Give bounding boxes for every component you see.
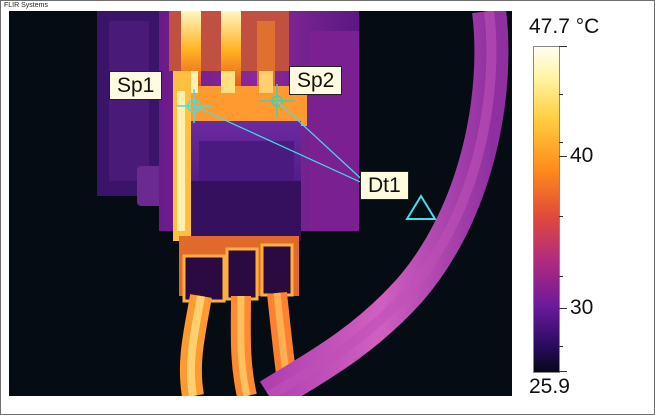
dt1-line-sp1 <box>193 105 370 187</box>
scale-tick-40: 40 <box>570 144 594 167</box>
scale-min-label: 25.9 <box>529 375 570 398</box>
thermal-scene <box>9 11 512 396</box>
color-scale-bar <box>534 47 559 372</box>
thermal-image: Sp1 Sp2 Dt1 <box>9 11 512 396</box>
brand-label: FLIR Systems <box>4 2 48 9</box>
scale-ticks <box>559 46 569 372</box>
sp2-label: Sp2 <box>289 66 343 95</box>
sp1-label: Sp1 <box>109 71 163 100</box>
dt1-line-sp2 <box>276 100 370 187</box>
scale-max-label: 47.7 °C <box>529 15 600 38</box>
dt1-label: Dt1 <box>360 171 409 200</box>
scale-tick-30: 30 <box>570 296 594 319</box>
temperature-color-scale <box>533 46 560 373</box>
delta-triangle-icon <box>405 194 437 220</box>
